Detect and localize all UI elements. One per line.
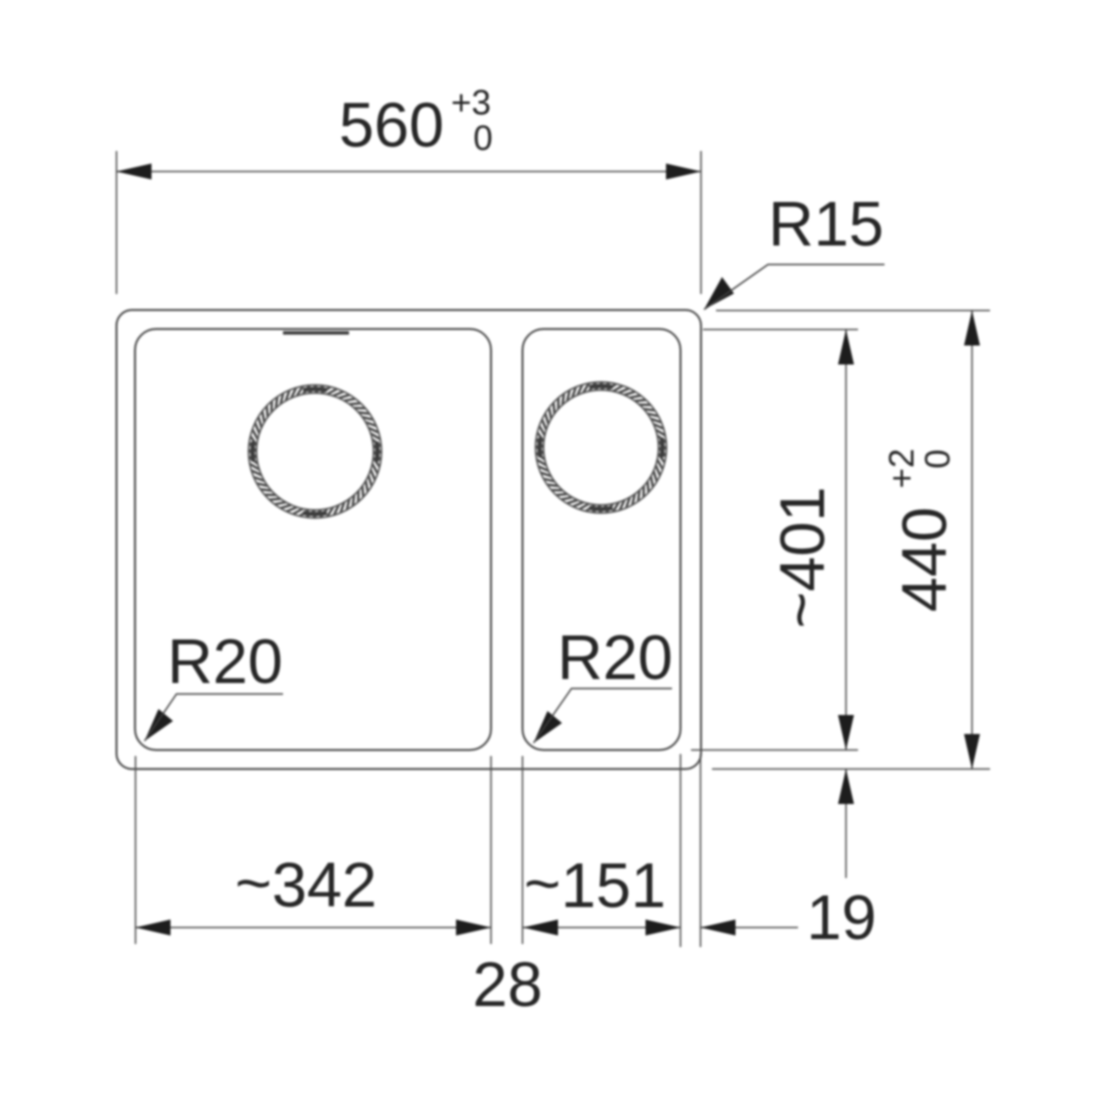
svg-text:28: 28	[472, 950, 542, 1020]
svg-text:~151: ~151	[524, 849, 666, 921]
svg-text:~342: ~342	[235, 849, 377, 921]
svg-text:+2: +2	[883, 449, 922, 489]
svg-text:+3: +3	[451, 84, 491, 123]
svg-text:R15: R15	[768, 190, 884, 260]
svg-text:19: 19	[806, 883, 876, 953]
svg-text:0: 0	[473, 119, 492, 158]
svg-text:~401: ~401	[766, 487, 838, 629]
svg-text:R20: R20	[167, 627, 283, 697]
svg-text:560: 560	[339, 91, 444, 161]
svg-text:440: 440	[890, 507, 960, 612]
svg-text:0: 0	[919, 449, 958, 468]
svg-text:R20: R20	[557, 623, 673, 693]
